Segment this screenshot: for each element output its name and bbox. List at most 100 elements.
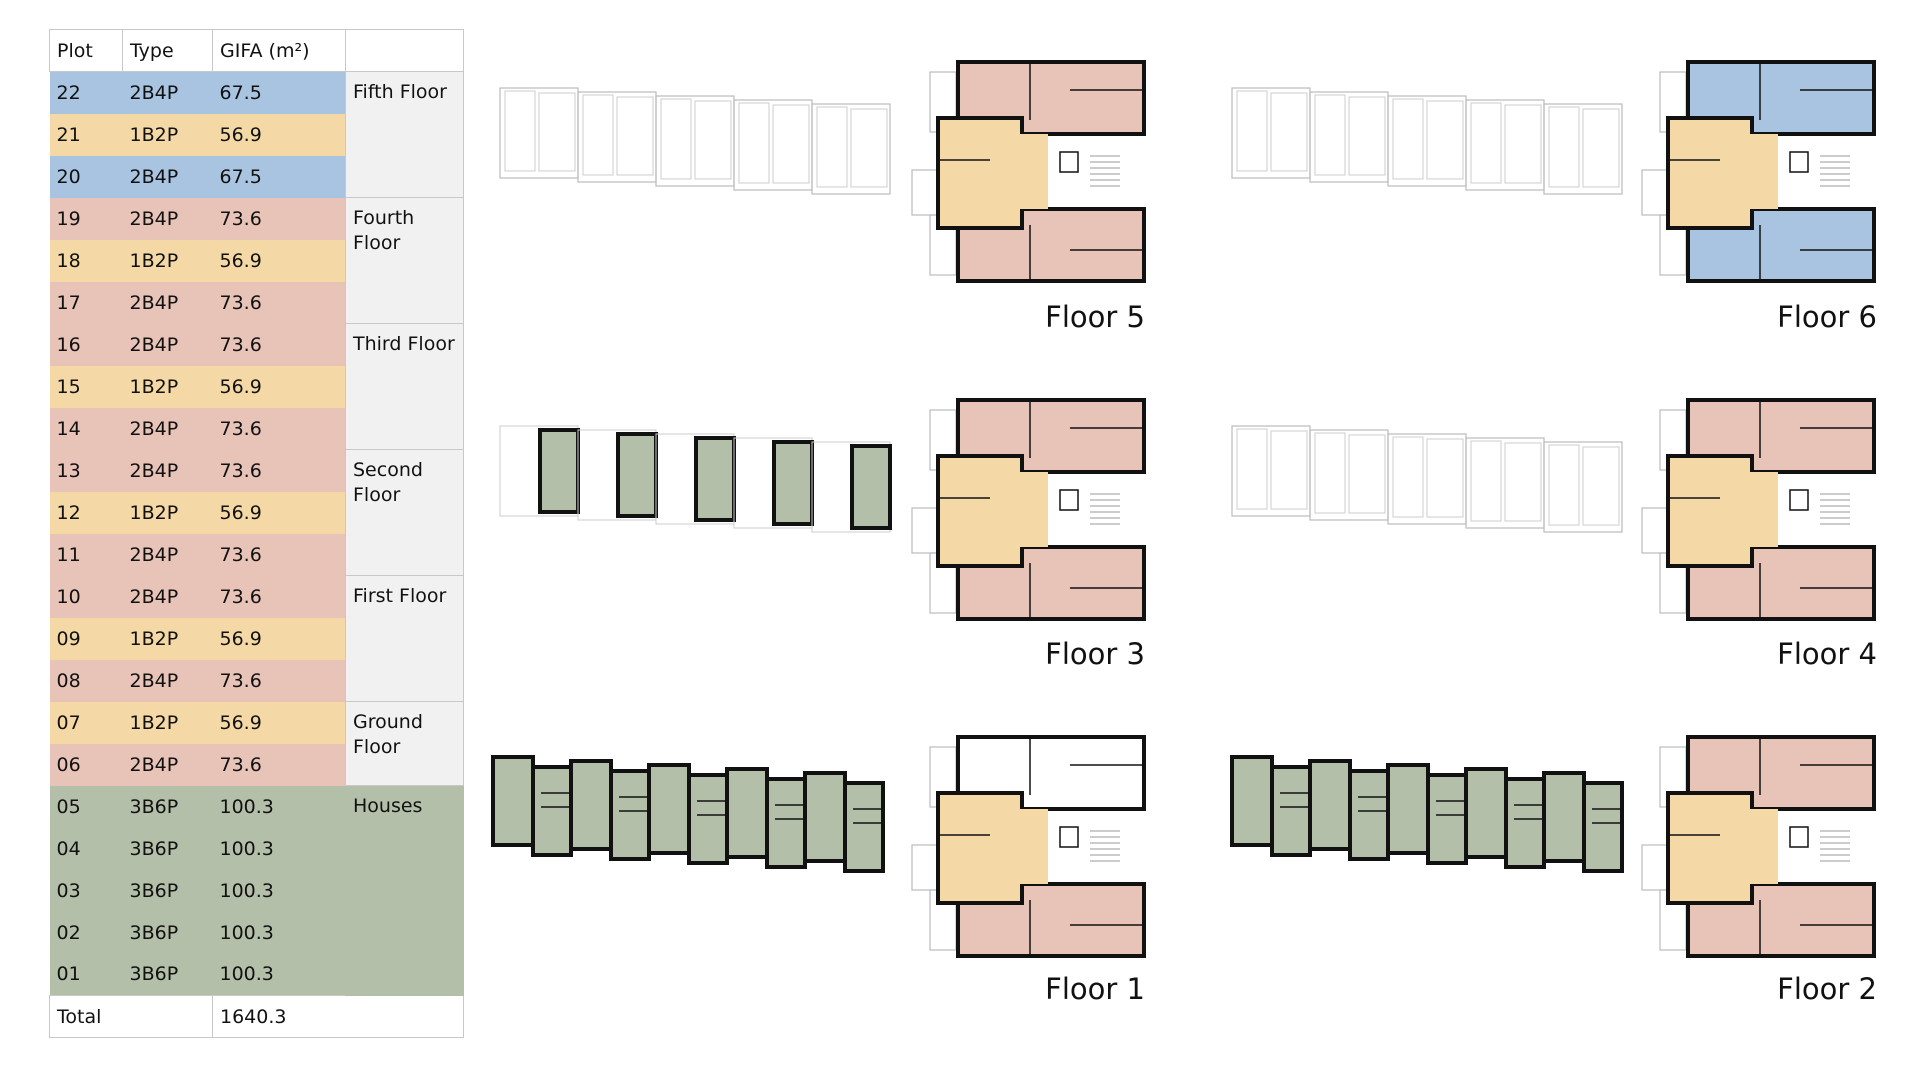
type-cell: 1B2P bbox=[122, 617, 213, 660]
type-cell: 3B6P bbox=[122, 785, 213, 828]
floor2-top-unit bbox=[1686, 735, 1876, 811]
floor6-strip-unit-outline bbox=[1270, 92, 1308, 172]
floor3-strip-house-upper bbox=[694, 436, 736, 522]
plot-cell: 03 bbox=[49, 869, 123, 912]
floor-3-label: Floor 3 bbox=[1045, 637, 1145, 671]
gifa-cell: 73.6 bbox=[212, 449, 346, 492]
floor5-strip-unit-outline bbox=[850, 108, 888, 188]
floor1-strip-house bbox=[725, 767, 769, 859]
plot-cell: 02 bbox=[49, 911, 123, 954]
floor3-strip-house-upper bbox=[538, 428, 580, 514]
floor1-strip-house bbox=[609, 769, 651, 861]
type-cell: 3B6P bbox=[122, 953, 213, 996]
floor1-strip-house bbox=[687, 773, 729, 865]
lift bbox=[1789, 826, 1809, 848]
floor1-left-unit bbox=[936, 791, 1024, 905]
gifa-cell: 56.9 bbox=[212, 239, 346, 282]
floor4-strip-unit-outline bbox=[1548, 444, 1580, 526]
floor4-strip-unit-outline bbox=[1314, 432, 1346, 514]
floor2-strip-house bbox=[1348, 769, 1390, 861]
plot-cell: 08 bbox=[49, 659, 123, 702]
floor5-strip-unit-outline bbox=[538, 92, 576, 172]
header-cell: Plot bbox=[49, 29, 123, 72]
lift bbox=[1059, 826, 1079, 848]
plot-cell: 16 bbox=[49, 323, 123, 366]
floor4-strip-unit-outline bbox=[1504, 442, 1542, 522]
lift bbox=[1789, 489, 1809, 511]
gifa-cell: 100.3 bbox=[212, 953, 346, 996]
floor1-strip-house bbox=[491, 755, 535, 847]
type-cell: 1B2P bbox=[122, 491, 213, 534]
type-cell: 1B2P bbox=[122, 239, 213, 282]
balcony bbox=[911, 844, 939, 891]
floor2-strip-house bbox=[1308, 759, 1352, 851]
gifa-cell: 73.6 bbox=[212, 281, 346, 324]
floor6-strip-unit-outline bbox=[1314, 94, 1346, 176]
type-cell: 2B4P bbox=[122, 575, 213, 618]
floor4-strip-unit-outline bbox=[1426, 438, 1464, 518]
gifa-cell: 73.6 bbox=[212, 659, 346, 702]
floor1-strip-house bbox=[647, 763, 691, 855]
gifa-cell: 73.6 bbox=[212, 743, 346, 786]
floor6-strip-unit-outline bbox=[1582, 108, 1620, 188]
plot-cell: 11 bbox=[49, 533, 123, 576]
gifa-cell: 56.9 bbox=[212, 113, 346, 156]
type-cell: 3B6P bbox=[122, 827, 213, 870]
floor6-left-unit-ext bbox=[1748, 134, 1778, 209]
type-cell: 2B4P bbox=[122, 743, 213, 786]
floor3-strip-house-upper bbox=[616, 432, 658, 518]
floor2-strip-house bbox=[1386, 763, 1430, 855]
plot-cell: 04 bbox=[49, 827, 123, 870]
plot-cell: 18 bbox=[49, 239, 123, 282]
floor2-left-unit-ext bbox=[1748, 809, 1778, 884]
floor2-strip-house bbox=[1270, 765, 1312, 857]
gifa-cell: 100.3 bbox=[212, 785, 346, 828]
type-cell: 2B4P bbox=[122, 449, 213, 492]
floor4-strip-unit-outline bbox=[1348, 434, 1386, 514]
plot-cell: 22 bbox=[49, 71, 123, 114]
floor6-strip-unit-outline bbox=[1236, 90, 1268, 172]
gifa-cell: 73.6 bbox=[212, 575, 346, 618]
floor6-left-unit bbox=[1666, 116, 1754, 230]
plot-cell: 12 bbox=[49, 491, 123, 534]
lift bbox=[1059, 151, 1079, 173]
plot-cell: 13 bbox=[49, 449, 123, 492]
gifa-cell: 100.3 bbox=[212, 869, 346, 912]
floor1-strip-house bbox=[765, 777, 807, 869]
floor5-strip-unit-outline bbox=[772, 104, 810, 184]
type-cell: 2B4P bbox=[122, 155, 213, 198]
floor6-strip-unit-outline bbox=[1348, 96, 1386, 176]
plot-cell: 21 bbox=[49, 113, 123, 156]
floor4-left-unit bbox=[1666, 454, 1754, 568]
type-cell: 2B4P bbox=[122, 659, 213, 702]
floor4-strip-unit-outline bbox=[1470, 440, 1502, 522]
plot-cell: 17 bbox=[49, 281, 123, 324]
balcony bbox=[1641, 507, 1669, 554]
floor-group-cell: First Floor bbox=[345, 575, 464, 702]
gifa-cell: 67.5 bbox=[212, 155, 346, 198]
header-cell bbox=[345, 29, 464, 72]
floor-5-label: Floor 5 bbox=[1045, 300, 1145, 334]
gifa-cell: 67.5 bbox=[212, 71, 346, 114]
type-cell: 1B2P bbox=[122, 365, 213, 408]
floor5-strip-unit-outline bbox=[504, 90, 536, 172]
floor1-strip-house bbox=[531, 765, 573, 857]
floor6-strip-unit-outline bbox=[1426, 100, 1464, 180]
type-cell: 3B6P bbox=[122, 911, 213, 954]
floor1-strip-house bbox=[843, 781, 885, 873]
floor2-strip-house bbox=[1464, 767, 1508, 859]
